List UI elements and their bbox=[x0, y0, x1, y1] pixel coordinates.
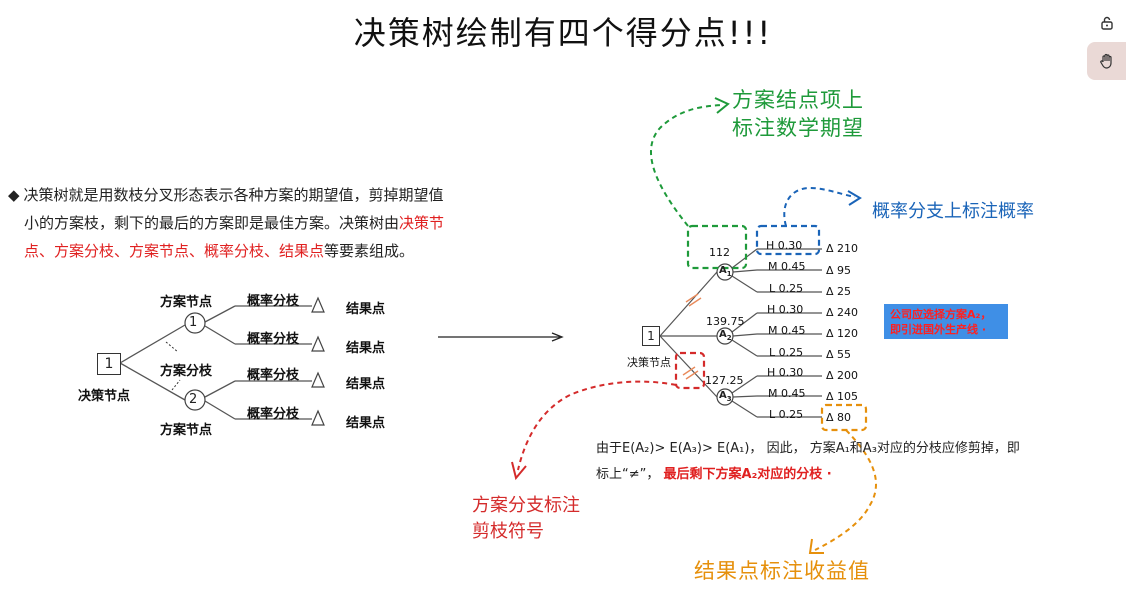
annotation-orange: 结果点标注收益值 bbox=[694, 559, 870, 583]
branch-prob-6: L 0.25 bbox=[769, 346, 804, 359]
result-label-1: 结果点 bbox=[346, 302, 386, 317]
branch-prob-7: H 0.30 bbox=[767, 366, 804, 379]
result-value-9: Δ 80 bbox=[826, 411, 852, 424]
result-value-4: Δ 240 bbox=[826, 306, 859, 319]
left-option-node-1-label: 1 bbox=[189, 315, 198, 330]
branch-prob-4: H 0.30 bbox=[767, 303, 804, 316]
branch-prob-3: L 0.25 bbox=[769, 282, 804, 295]
node-a1-label: A1 bbox=[719, 265, 732, 278]
option-node-2-circle bbox=[184, 389, 206, 411]
annotation-green: 方案结点项上 标注数学期望 bbox=[732, 88, 864, 140]
red-box bbox=[674, 351, 706, 390]
hand-icon bbox=[1099, 53, 1112, 69]
annotation-blue: 概率分支上标注概率 bbox=[872, 201, 1034, 222]
prob-branch-label-4: 概率分枝 bbox=[247, 407, 300, 422]
result-label-4: 结果点 bbox=[346, 416, 386, 431]
result-value-8: Δ 105 bbox=[826, 390, 859, 403]
left-result-triangles bbox=[311, 296, 325, 426]
hand-tool-button[interactable] bbox=[1087, 42, 1126, 80]
branch-prob-9: L 0.25 bbox=[769, 408, 804, 421]
left-decision-label: 决策节点 bbox=[78, 389, 131, 404]
plan-branch-label: 方案分枝 bbox=[160, 364, 213, 379]
conclusion-callout: 公司应选择方案A₂， 即引进国外生产线 · bbox=[884, 304, 1008, 339]
lock-button[interactable] bbox=[1087, 4, 1126, 42]
prob-branch-label-2: 概率分枝 bbox=[247, 332, 300, 347]
node-a3-circle bbox=[716, 388, 734, 406]
node-a2-ev: 139.75 bbox=[706, 315, 745, 328]
option-node-1-circle bbox=[184, 312, 206, 334]
branch-prob-8: M 0.45 bbox=[768, 387, 806, 400]
result-value-3: Δ 25 bbox=[826, 285, 852, 298]
node-a1-ev: 112 bbox=[709, 246, 730, 259]
prob-branch-label-3: 概率分枝 bbox=[247, 368, 300, 383]
node-a3-ev: 127.25 bbox=[705, 374, 744, 387]
node-a2-label: A2 bbox=[719, 329, 732, 342]
node-a3-label: A3 bbox=[719, 390, 732, 403]
result-label-2: 结果点 bbox=[346, 341, 386, 356]
left-option-node-2-label: 2 bbox=[189, 392, 198, 407]
left-decision-node: 1 bbox=[97, 353, 121, 375]
prob-branch-label-1: 概率分枝 bbox=[247, 294, 300, 309]
right-decision-label: 决策节点 bbox=[627, 356, 671, 369]
node-a1-circle bbox=[716, 263, 734, 281]
result-value-7: Δ 200 bbox=[826, 369, 859, 382]
plan-node-label-bottom: 方案节点 bbox=[160, 423, 213, 438]
result-value-1: Δ 210 bbox=[826, 242, 859, 255]
lock-icon bbox=[1100, 16, 1113, 30]
branch-prob-1: H 0.30 bbox=[766, 239, 803, 252]
result-value-2: Δ 95 bbox=[826, 264, 852, 277]
annotation-red: 方案分支标注 剪枝符号 bbox=[472, 495, 580, 542]
page-title: 决策树绘制有四个得分点!!! bbox=[353, 14, 773, 52]
result-value-6: Δ 55 bbox=[826, 348, 852, 361]
branch-prob-5: M 0.45 bbox=[768, 324, 806, 337]
result-value-5: Δ 120 bbox=[826, 327, 859, 340]
side-toolbar bbox=[1087, 0, 1126, 82]
right-decision-node: 1 bbox=[642, 326, 660, 346]
orange-box bbox=[820, 403, 868, 432]
branch-prob-2: M 0.45 bbox=[768, 260, 806, 273]
result-label-3: 结果点 bbox=[346, 377, 386, 392]
conclusion-text: 由于E(A₂)> E(A₃)> E(A₁)， 因此， 方案A₁和A₃对应的分枝应… bbox=[596, 441, 1020, 482]
node-a2-circle bbox=[716, 327, 734, 345]
blue-box bbox=[755, 224, 821, 256]
green-box bbox=[686, 224, 748, 270]
intro-paragraph: ◆决策树就是用数枝分叉形态表示各种方案的期望值，剪掉期望值 小的方案枝，剩下的最… bbox=[8, 186, 445, 260]
plan-node-label-top: 方案节点 bbox=[160, 295, 213, 310]
